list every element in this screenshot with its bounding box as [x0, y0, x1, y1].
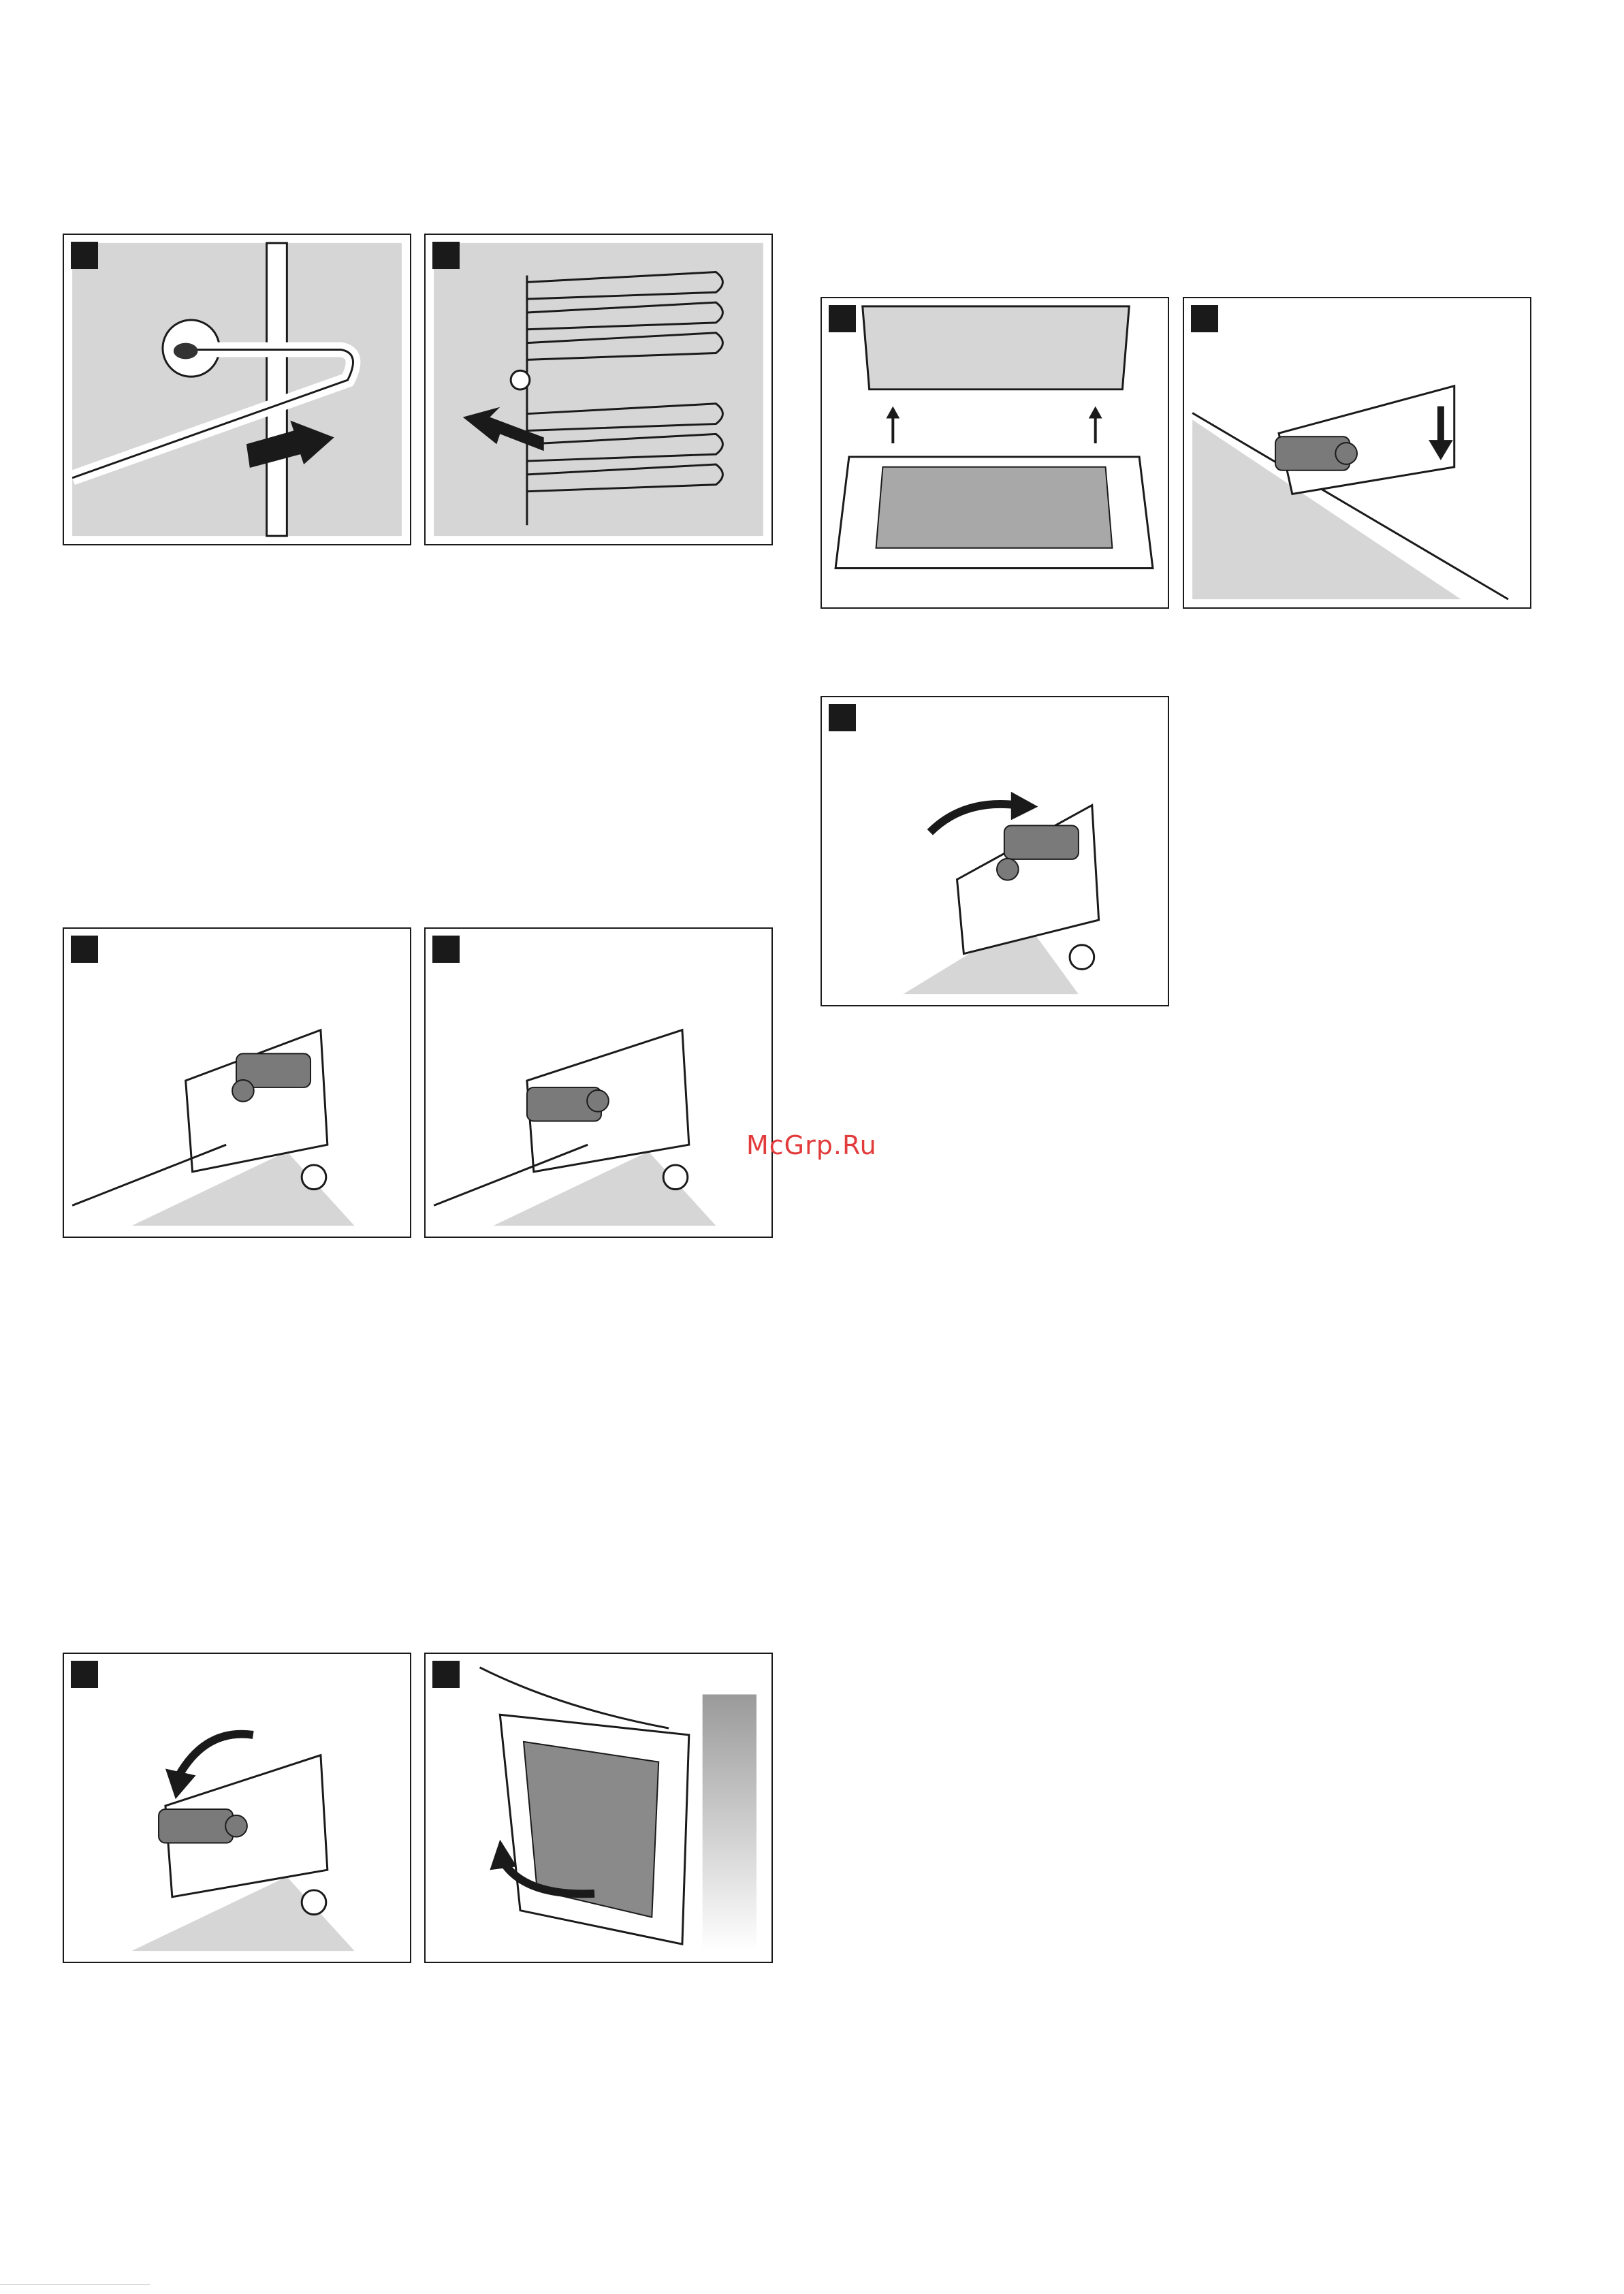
footer-divider	[0, 2284, 150, 2285]
step-marker	[71, 1661, 98, 1688]
hinge-illustration	[822, 697, 1168, 1005]
rail-illustration	[64, 235, 410, 544]
door-illustration	[426, 1654, 771, 1962]
door-illustration	[822, 298, 1168, 607]
step-marker	[1191, 305, 1218, 332]
figure-door-lift-out	[821, 297, 1169, 609]
figure-door-remove	[424, 1653, 773, 1963]
step-marker	[432, 1661, 460, 1688]
step-marker	[71, 242, 98, 269]
hinge-illustration	[426, 929, 771, 1237]
figure-rail-pull-right	[63, 234, 411, 545]
step-marker	[829, 704, 856, 731]
watermark: McGrp.Ru	[746, 1130, 877, 1160]
figure-hinge-lock-down	[1183, 297, 1531, 609]
figure-rail-pull-left	[424, 234, 773, 545]
hinge-illustration	[64, 929, 410, 1237]
step-marker	[432, 936, 460, 963]
hinge-illustration	[64, 1654, 410, 1962]
step-marker	[71, 936, 98, 963]
figure-hinge-lever-up	[63, 927, 411, 1238]
figure-hinge-lever-close	[63, 1653, 411, 1963]
figure-hinge-lever-flat	[424, 927, 773, 1238]
rack-illustration	[426, 235, 771, 544]
hinge-illustration	[1184, 298, 1530, 607]
figure-hinge-lever-open	[821, 696, 1169, 1006]
step-marker	[829, 305, 856, 332]
step-marker	[432, 242, 460, 269]
